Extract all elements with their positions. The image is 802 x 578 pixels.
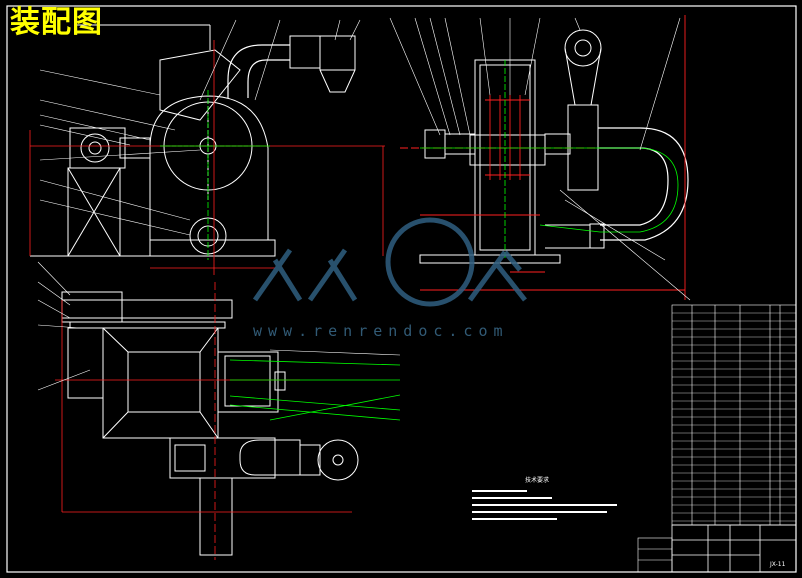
- side-view: [419, 29, 689, 264]
- notes-heading: 技术要求: [525, 476, 549, 484]
- side-view-leaders: [389, 17, 691, 301]
- parts-list-table: [671, 304, 797, 526]
- plan-view: [61, 291, 359, 556]
- side-view-centerlines: [420, 60, 679, 260]
- front-view: [30, 24, 356, 257]
- front-view-dimensions: [29, 40, 385, 275]
- plan-view-centerlines: [55, 282, 401, 560]
- watermark-url: www.renrendoc.com: [253, 322, 509, 340]
- drawing-title: 装配图: [10, 5, 103, 40]
- watermark-logo: [252, 217, 527, 307]
- drawing-frame: [6, 5, 797, 573]
- front-view-leaders: [39, 19, 361, 236]
- technical-notes: [472, 490, 617, 520]
- title-block-left: [637, 537, 673, 573]
- plan-view-leaders: [37, 261, 401, 391]
- titleblock-code: JX-11: [769, 561, 786, 568]
- parts-list-rows: [672, 312, 796, 522]
